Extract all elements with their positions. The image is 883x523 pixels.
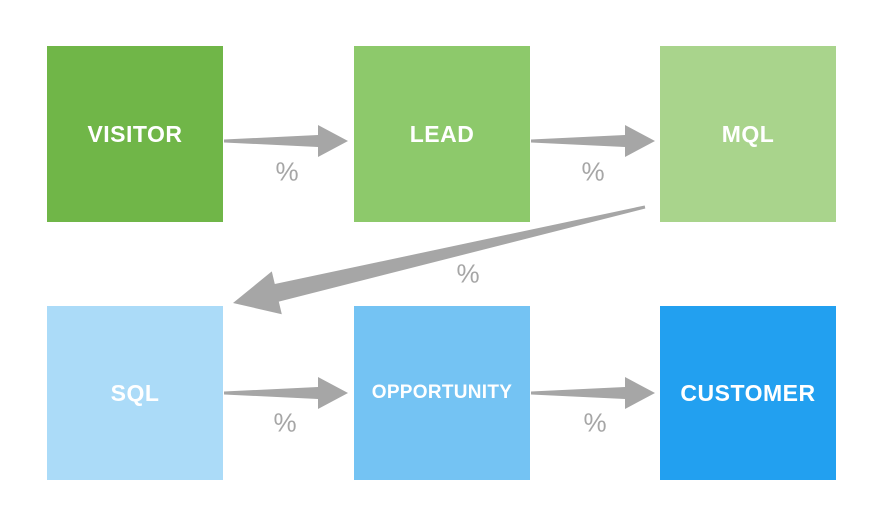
arrow-sql-to-opportunity-icon [224,377,348,409]
conversion-label-visitor-lead: % [275,156,299,187]
arrow-opportunity-to-customer-icon [531,377,655,409]
conversion-label-lead-mql: % [581,156,605,187]
node-sql-label: SQL [110,379,160,406]
conversion-label-mql-sql: % [456,258,480,289]
arrow-visitor-to-lead-icon [224,125,348,157]
node-customer: CUSTOMER [660,306,836,480]
node-opportunity: OPPORTUNITY [354,306,530,480]
node-visitor-label: VISITOR [87,120,183,147]
node-customer-label: CUSTOMER [680,379,816,406]
node-lead: LEAD [354,46,530,222]
conversion-label-opportunity-customer: % [583,407,607,438]
node-mql-label: MQL [721,120,775,147]
conversion-label-sql-opportunity: % [273,407,297,438]
node-sql: SQL [47,306,223,480]
arrow-lead-to-mql-icon [531,125,655,157]
node-opportunity-label: OPPORTUNITY [371,382,513,403]
node-visitor: VISITOR [47,46,223,222]
node-mql: MQL [660,46,836,222]
node-lead-label: LEAD [409,120,475,147]
